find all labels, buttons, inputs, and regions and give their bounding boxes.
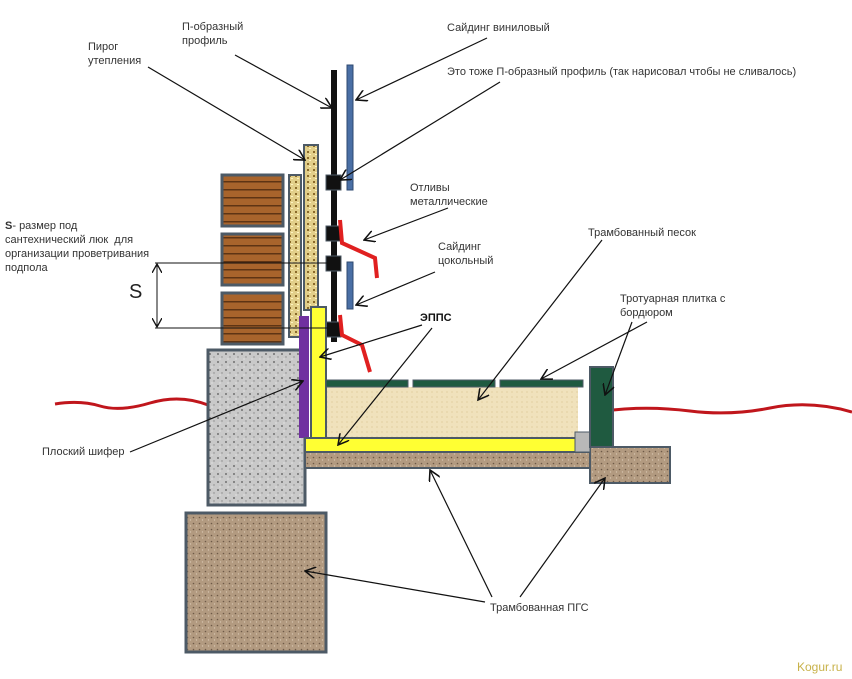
label-plinth-siding: Сайдинг цокольный <box>438 241 494 267</box>
label-s-description: S- размер под сантехнический люк для орг… <box>5 219 149 275</box>
label-p-profile: П-образный профиль <box>182 21 244 47</box>
gravel-curb-base <box>589 446 671 484</box>
paving-tile <box>499 379 584 388</box>
label-epps: ЭППС <box>420 312 452 324</box>
leader-arrows <box>129 37 648 603</box>
metal-drip <box>338 314 372 373</box>
paving-tile <box>325 379 409 388</box>
s-prefix: S <box>5 220 13 232</box>
epps-horizontal <box>304 437 589 453</box>
paving-tile <box>412 379 496 388</box>
compacted-sand <box>326 387 578 438</box>
profile-clip <box>325 174 342 191</box>
metal-drip <box>338 219 379 279</box>
wood-log <box>220 291 285 346</box>
label-p-profile-also: Это тоже П-образный профиль (так нарисов… <box>447 66 797 78</box>
wood-log <box>220 232 285 287</box>
wood-log <box>220 173 285 228</box>
insulation-layer <box>288 174 302 338</box>
s-mark: S <box>129 281 143 303</box>
label-sand: Трамбованный песок <box>588 227 696 239</box>
flat-slate <box>299 316 309 438</box>
gravel-corner <box>574 431 591 453</box>
gravel-block <box>184 511 328 654</box>
label-vinyl-siding: Сайдинг виниловый <box>447 22 550 34</box>
vinyl-siding <box>346 64 354 191</box>
label-gravel: Трамбованная ПГС <box>490 602 589 614</box>
p-profile <box>331 70 337 342</box>
gravel-layer <box>304 451 591 469</box>
plinth-siding <box>346 261 354 310</box>
label-slate: Плоский шифер <box>42 446 125 458</box>
foundation-block <box>206 348 307 507</box>
ground-line-right <box>612 403 852 415</box>
watermark: Kogur.ru <box>797 660 843 674</box>
s-text: - размер под сантехнический люк для орга… <box>5 220 150 274</box>
ground-line-left <box>54 397 209 410</box>
label-insulation: Пирог утепления <box>88 41 142 67</box>
insulation-layer <box>303 144 319 311</box>
epps-vertical <box>310 306 327 441</box>
label-drips: Отливы металлические <box>410 182 488 208</box>
label-paving: Тротуарная плитка с бордюром <box>620 293 726 319</box>
profile-clip <box>325 321 342 338</box>
curb <box>589 366 614 448</box>
